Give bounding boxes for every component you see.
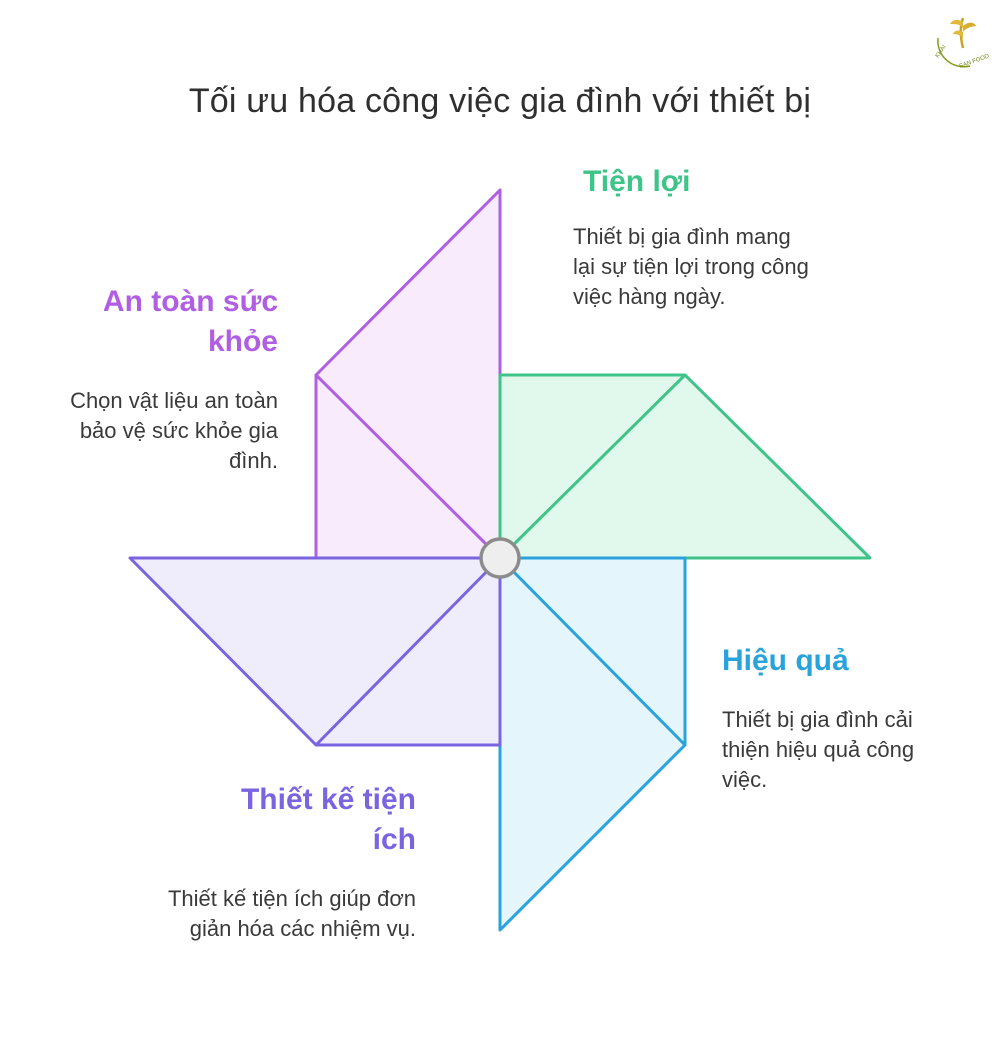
blade-hieu-qua-shape bbox=[498, 556, 687, 932]
blade-an-toan-suc-khoe bbox=[314, 188, 502, 560]
blade-thiet-ke-tien-ich bbox=[128, 556, 502, 747]
description-hieu-qua: Thiết bị gia đình cải thiện hiệu quả côn… bbox=[722, 707, 915, 792]
description-an-toan-suc-khoe: Chọn vật liệu an toàn bảo vệ sức khỏe gi… bbox=[70, 388, 278, 473]
blade-hieu-qua bbox=[498, 556, 687, 932]
wheat-logo-icon: KHAI SAN FOOD bbox=[935, 17, 991, 70]
description-thiet-ke-tien-ich: Thiết kế tiện ích giúp đơn giản hóa các … bbox=[167, 886, 416, 941]
heading-thiet-ke-tien-ich: Thiết kế tiện ích bbox=[240, 783, 416, 856]
blade-an-toan-suc-khoe-shape bbox=[314, 188, 502, 560]
heading-tien-loi: Tiện lợi bbox=[583, 165, 691, 198]
blade-thiet-ke-tien-ich-shape bbox=[128, 556, 502, 747]
blade-tien-loi bbox=[498, 373, 872, 560]
blade-tien-loi-shape bbox=[498, 373, 872, 560]
pinwheel-hub bbox=[479, 537, 521, 579]
description-tien-loi: Thiết bị gia đình mang lại sự tiện lợi t… bbox=[573, 224, 809, 309]
page-title: Tối ưu hóa công việc gia đình với thiết … bbox=[188, 82, 812, 120]
heading-an-toan-suc-khoe: An toàn sức khỏe bbox=[102, 285, 278, 358]
heading-hieu-qua: Hiệu quả bbox=[722, 644, 849, 677]
